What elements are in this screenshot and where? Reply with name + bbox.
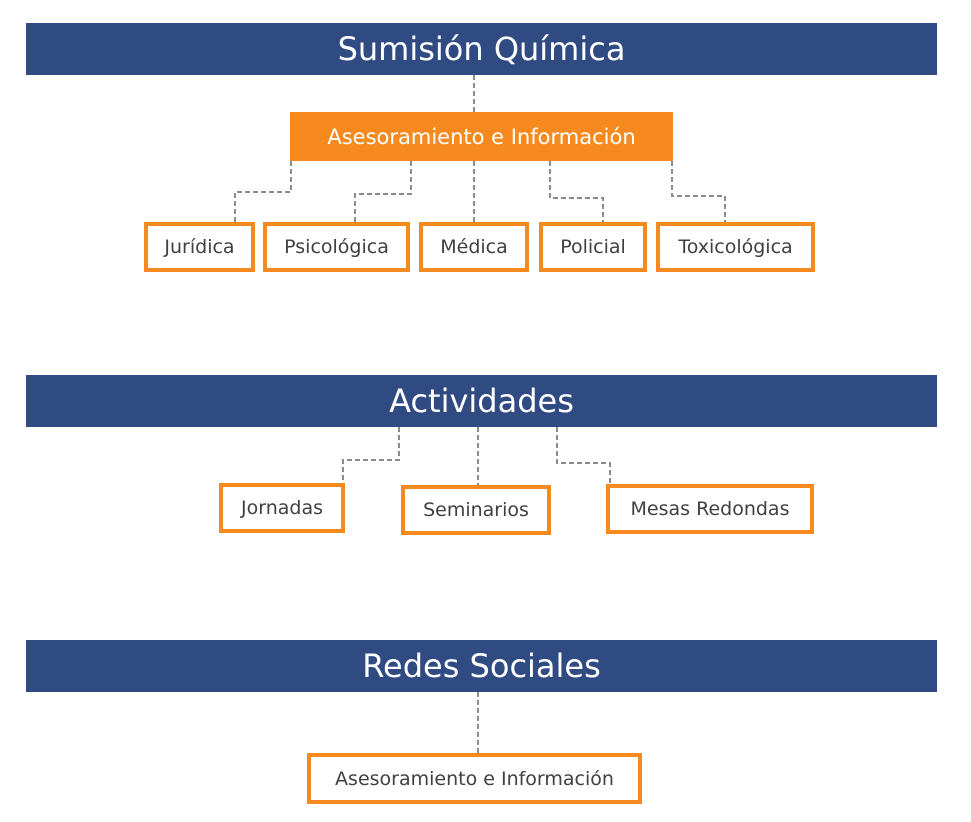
node-seminarios: Seminarios — [401, 485, 551, 535]
hub-asesoramiento-informacion: Asesoramiento e Información — [290, 112, 673, 161]
node-policial: Policial — [539, 222, 647, 272]
connector-hub-to-policial — [549, 161, 604, 224]
section-title-actividades: Actividades — [26, 375, 937, 427]
connector-hub-to-juridica — [234, 161, 292, 224]
section-title-sumision-quimica: Sumisión Química — [26, 23, 937, 75]
node-psicologica: Psicológica — [263, 222, 410, 272]
connector-actividades-to-jornadas — [342, 427, 400, 484]
connector-actividades-to-mesas — [556, 427, 611, 486]
section-title-redes-sociales: Redes Sociales — [26, 640, 937, 692]
connector-hub-to-psicologica — [354, 161, 412, 224]
node-medica: Médica — [419, 222, 529, 272]
node-mesas-redondas: Mesas Redondas — [606, 484, 814, 534]
node-juridica: Jurídica — [144, 222, 255, 272]
node-asesoramiento-informacion: Asesoramiento e Información — [307, 753, 642, 804]
node-jornadas: Jornadas — [219, 483, 345, 533]
connector-hub-to-toxicologica — [671, 161, 726, 224]
node-toxicologica: Toxicológica — [656, 222, 815, 272]
